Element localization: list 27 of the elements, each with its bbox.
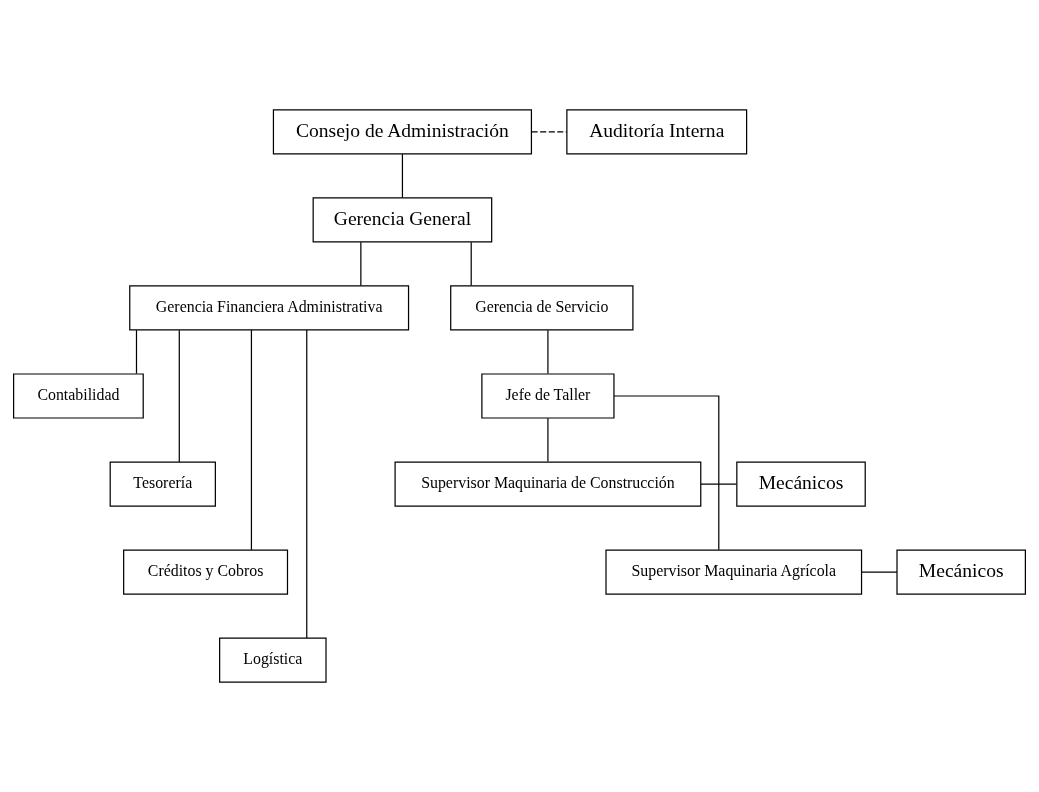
node-box: Gerencia General [312,197,493,243]
connector [470,241,472,287]
connector [530,131,568,133]
connector [547,417,549,463]
connector [360,241,362,287]
node-box: Mecánicos [736,461,866,507]
node-box: Jefe de Taller [481,373,615,419]
connector [547,329,549,375]
connector [306,329,308,639]
node-box: Gerencia de Servicio [450,285,634,331]
connector [700,483,737,485]
connector [135,329,138,375]
connector [861,571,898,573]
node-box: Logística [219,637,327,683]
connector [401,153,404,199]
node-box: Supervisor Maquinaria Agrícola [605,549,863,595]
connector [613,395,720,551]
connector [178,329,180,463]
node-box: Tesorería [109,461,216,507]
node-box: Créditos y Cobros [123,549,289,595]
node-box: Auditoría Interna [566,109,748,155]
node-box: Mecánicos [896,549,1026,595]
node-box: Contabilidad [13,373,144,419]
node-box: Gerencia Financiera Administrativa [129,285,410,331]
node-box: Consejo de Administración [272,109,533,155]
node-box: Supervisor Maquinaria de Construcción [394,461,702,507]
connector [250,329,253,551]
